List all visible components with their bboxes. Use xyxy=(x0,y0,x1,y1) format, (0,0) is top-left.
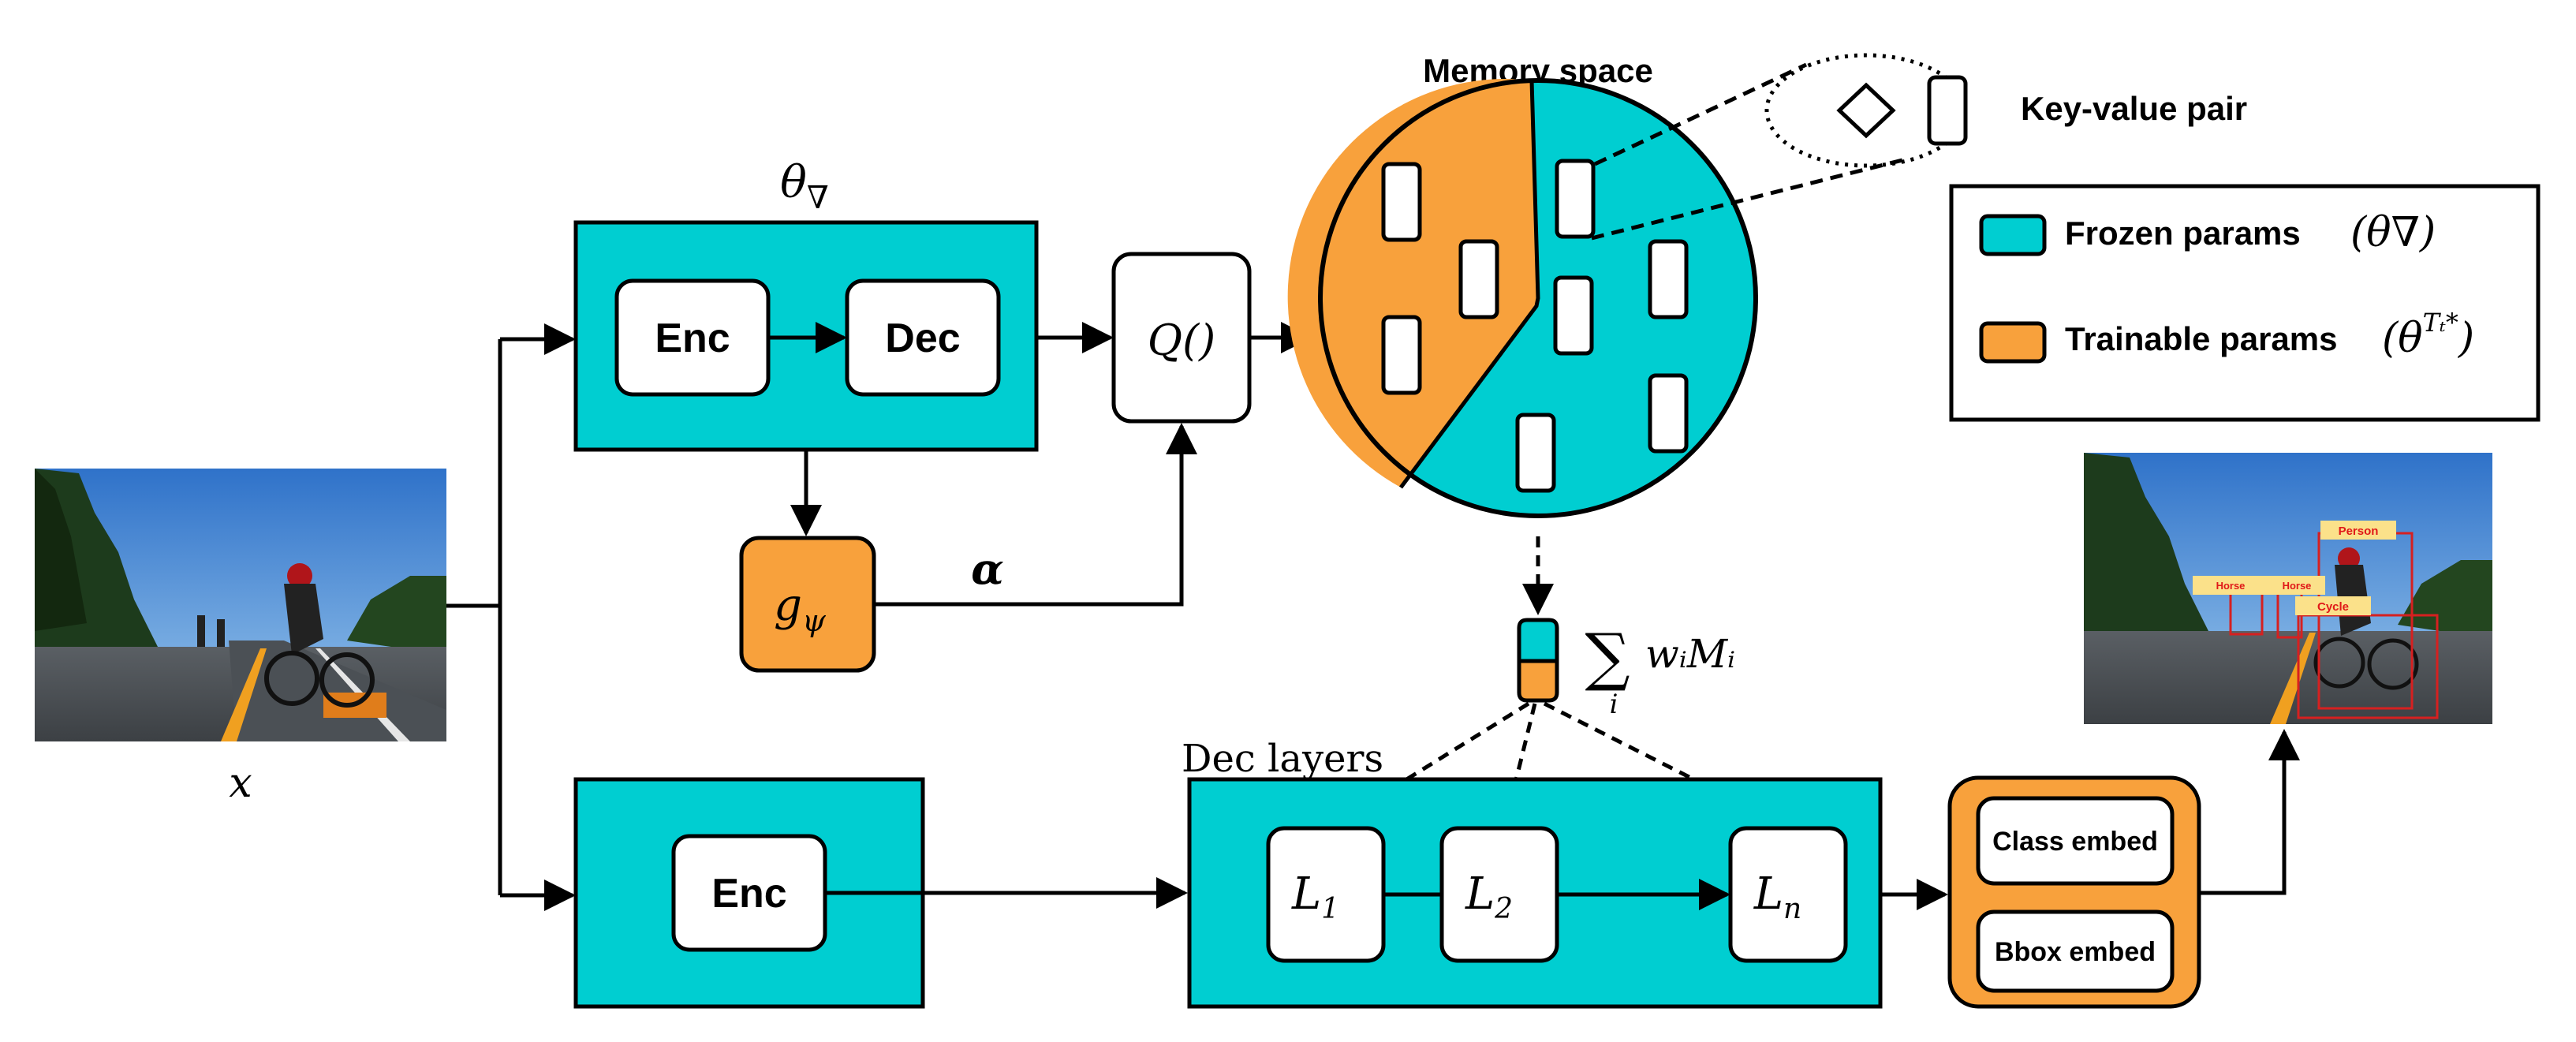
q-function-label: Q() xyxy=(1148,316,1215,365)
top-enc-label: Enc xyxy=(655,316,730,361)
input-image xyxy=(35,469,446,741)
memory-slot xyxy=(1515,413,1556,493)
detection-person-label: Person xyxy=(2339,525,2379,538)
bbox-embed-label: Bbox embed xyxy=(1995,937,2156,967)
memory-slot xyxy=(1381,162,1422,242)
legend-trainable-swatch xyxy=(1979,321,2047,364)
memory-slot xyxy=(1381,315,1422,395)
top-dec-box xyxy=(845,278,1001,397)
key-diamond-icon xyxy=(1836,82,1896,139)
key-value-label: Key-value pair xyxy=(2021,90,2247,127)
layer-l2-label: L2 xyxy=(1465,868,1513,925)
layer-l1-label: L1 xyxy=(1291,868,1339,925)
legend-frozen-label: Frozen params xyxy=(2065,215,2301,252)
dec-layers-label: Dec layers xyxy=(1182,737,1383,781)
legend-box xyxy=(1949,184,2541,422)
input-connectors xyxy=(446,323,576,911)
top-dec-label: Dec xyxy=(885,316,960,361)
memory-slot xyxy=(1458,239,1499,319)
heads-to-output-arrow xyxy=(2199,729,2300,895)
legend-trainable-label: Trainable params xyxy=(2065,320,2338,357)
layer-ln-box xyxy=(1728,826,1848,963)
memory-slots xyxy=(1381,159,1689,493)
detection-cycle-label: Cycle xyxy=(2317,600,2349,614)
legend-frozen-param: (θ∇) xyxy=(2350,209,2436,256)
legend-frozen-swatch xyxy=(1979,214,2047,256)
theta-frozen-label: θ∇ xyxy=(780,157,829,216)
memory-slot xyxy=(1648,373,1689,454)
alpha-label: α xyxy=(971,543,1004,594)
layer-ln-label: Ln xyxy=(1753,868,1801,925)
class-embed-label: Class embed xyxy=(1992,827,2158,857)
mixed-memory-token xyxy=(1517,618,1559,703)
g-to-q-arrow xyxy=(874,423,1197,607)
bottom-enc-label: Enc xyxy=(711,871,786,917)
g-psi-label: gψ xyxy=(774,580,827,638)
memory-slot xyxy=(1648,239,1689,319)
memory-space-circle xyxy=(1287,78,1758,518)
svg-text:∑: ∑ xyxy=(1585,620,1630,693)
class-embed-box xyxy=(1976,796,2175,886)
value-rect-icon xyxy=(1927,75,1968,146)
key-value-callout xyxy=(1591,53,1968,241)
weighted-sum-expression: ∑ i wᵢMᵢ xyxy=(1585,620,1735,720)
memory-slot xyxy=(1553,275,1594,356)
output-image: Person Horse Horse Cycle xyxy=(2084,453,2492,724)
memory-slot xyxy=(1555,159,1596,239)
detection-horse-label-2: Horse xyxy=(2283,580,2312,592)
svg-text:wᵢMᵢ: wᵢMᵢ xyxy=(1645,631,1735,677)
svg-text:i: i xyxy=(1610,689,1618,720)
bbox-embed-box xyxy=(1976,909,2175,993)
legend-trainable-param: (θTₜ*) xyxy=(2382,308,2474,362)
detection-horse-label-1: Horse xyxy=(2216,580,2246,592)
input-label: x xyxy=(229,760,252,807)
